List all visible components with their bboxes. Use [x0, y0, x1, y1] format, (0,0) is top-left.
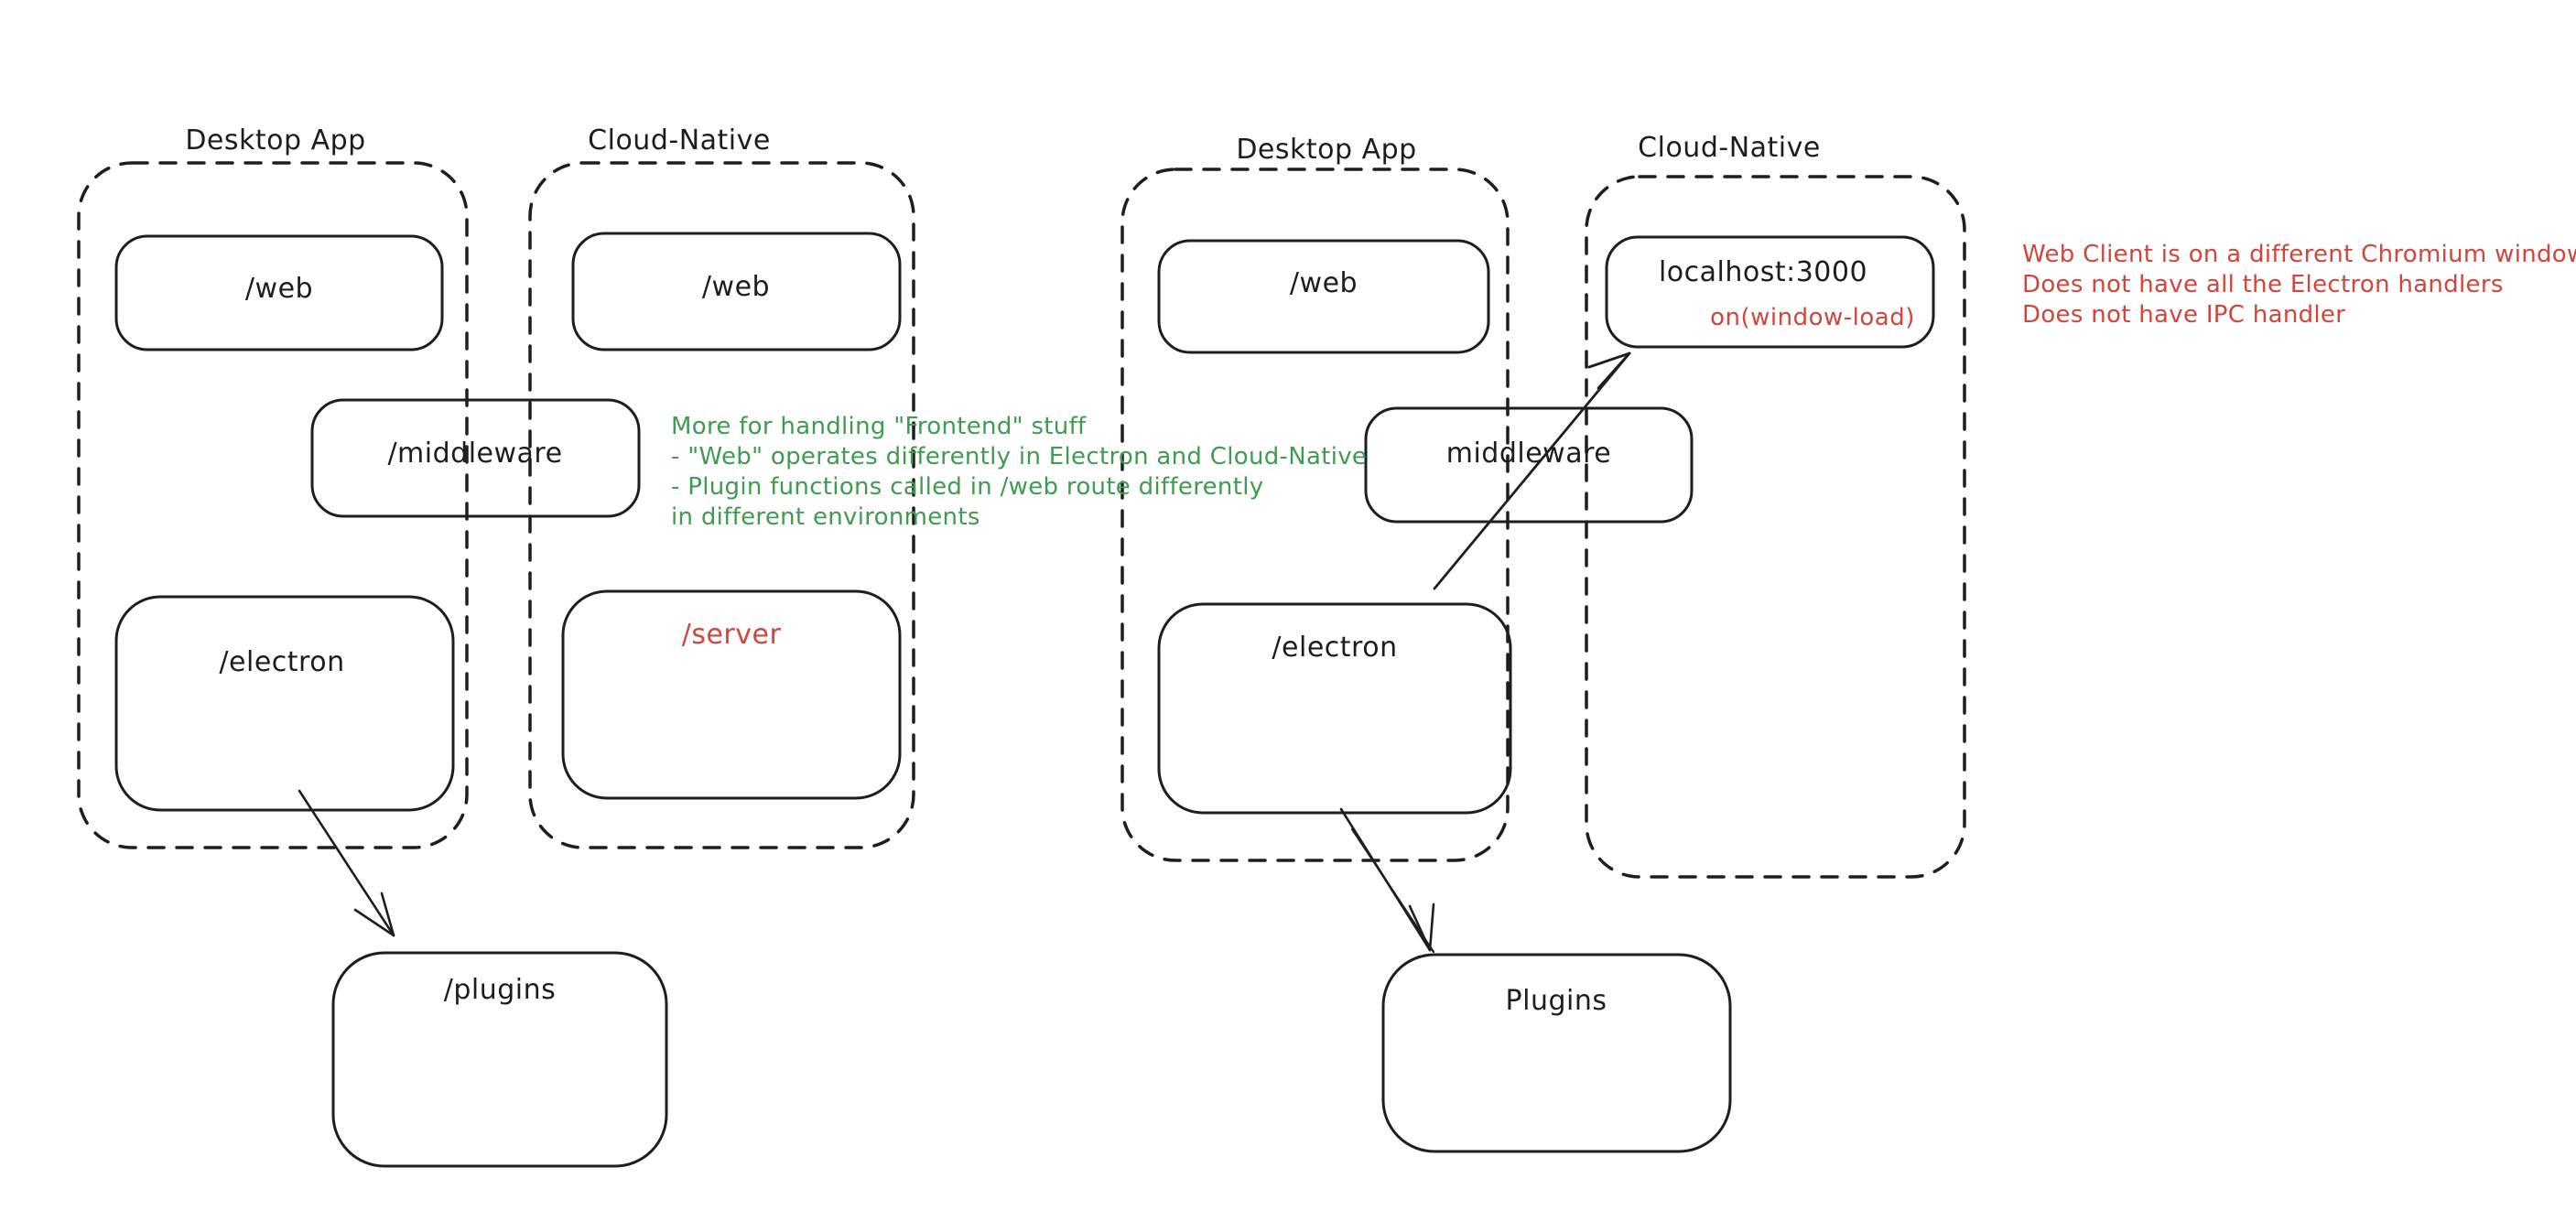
left-arrowhead-stroke: [380, 892, 395, 937]
right-cloud-native-label: Cloud-Native: [1638, 132, 1821, 164]
left-electron-box: [114, 595, 455, 812]
green-annotation-note: More for handling "Frontend" stuff - "We…: [671, 412, 1367, 533]
right-web-box-label: /web: [1289, 267, 1358, 299]
right-cloud-native-container: [1585, 175, 1966, 879]
green-note-line: - "Web" operates differently in Electron…: [671, 443, 1368, 470]
left-electron-to-plugins-arrow: [298, 789, 395, 937]
right-electron-to-plugins-arrow-second-stroke: [1350, 827, 1435, 954]
left-desktop-app-label: Desktop App: [185, 124, 366, 157]
right-localhost-box-label: localhost:3000: [1658, 256, 1868, 288]
right-plugins-arrowhead-stroke: [1408, 904, 1432, 952]
left-server-box-label: /server: [681, 619, 782, 651]
green-note-line: - Plugin functions called in /web route …: [671, 473, 1264, 501]
right-plugins-box-label: Plugins: [1505, 985, 1607, 1017]
right-window-load-label: on(window-load): [1710, 304, 1915, 331]
right-localhost-arrowhead-stroke: [1596, 351, 1631, 390]
right-web-box: [1157, 239, 1490, 354]
left-cloud-native-label: Cloud-Native: [588, 124, 771, 157]
left-web-cloud-box: [571, 232, 902, 351]
left-plugins-box: [331, 951, 668, 1168]
green-note-line: in different environments: [671, 503, 980, 531]
right-middleware-box-label: middleware: [1445, 438, 1612, 470]
green-note-line: More for handling "Frontend" stuff: [671, 413, 1087, 440]
right-desktop-app-label: Desktop App: [1236, 134, 1417, 166]
left-electron-box-label: /electron: [219, 646, 345, 678]
left-desktop-app-container: [77, 161, 469, 849]
left-plugins-box-label: /plugins: [443, 974, 557, 1006]
right-plugins-arrowhead-stroke: [1428, 902, 1435, 952]
right-electron-box-label: /electron: [1272, 632, 1398, 664]
left-middleware-box: [310, 398, 641, 518]
left-web-desktop-box-label: /web: [244, 273, 314, 305]
left-arrowhead-stroke: [353, 908, 395, 937]
red-annotation-note: Web Client is on a different Chromium wi…: [2022, 240, 2576, 330]
right-localhost-arrowhead-stroke: [1587, 351, 1631, 369]
right-electron-box: [1157, 602, 1512, 815]
red-note-line: Does not have all the Electron handlers: [2022, 271, 2504, 298]
red-note-line: Does not have IPC handler: [2022, 301, 2346, 329]
right-plugins-box: [1381, 953, 1732, 1153]
right-middleware-box: [1364, 406, 1694, 524]
left-web-cloud-box-label: /web: [701, 271, 771, 303]
right-localhost-box: [1605, 235, 1935, 349]
left-server-box: [561, 589, 902, 800]
left-middleware-box-label: /middleware: [387, 438, 563, 470]
right-desktop-app-container: [1120, 168, 1510, 862]
red-note-line: Web Client is on a different Chromium wi…: [2022, 241, 2576, 268]
right-electron-to-localhost-arrow: [1433, 351, 1631, 590]
left-web-desktop-box: [114, 234, 444, 351]
